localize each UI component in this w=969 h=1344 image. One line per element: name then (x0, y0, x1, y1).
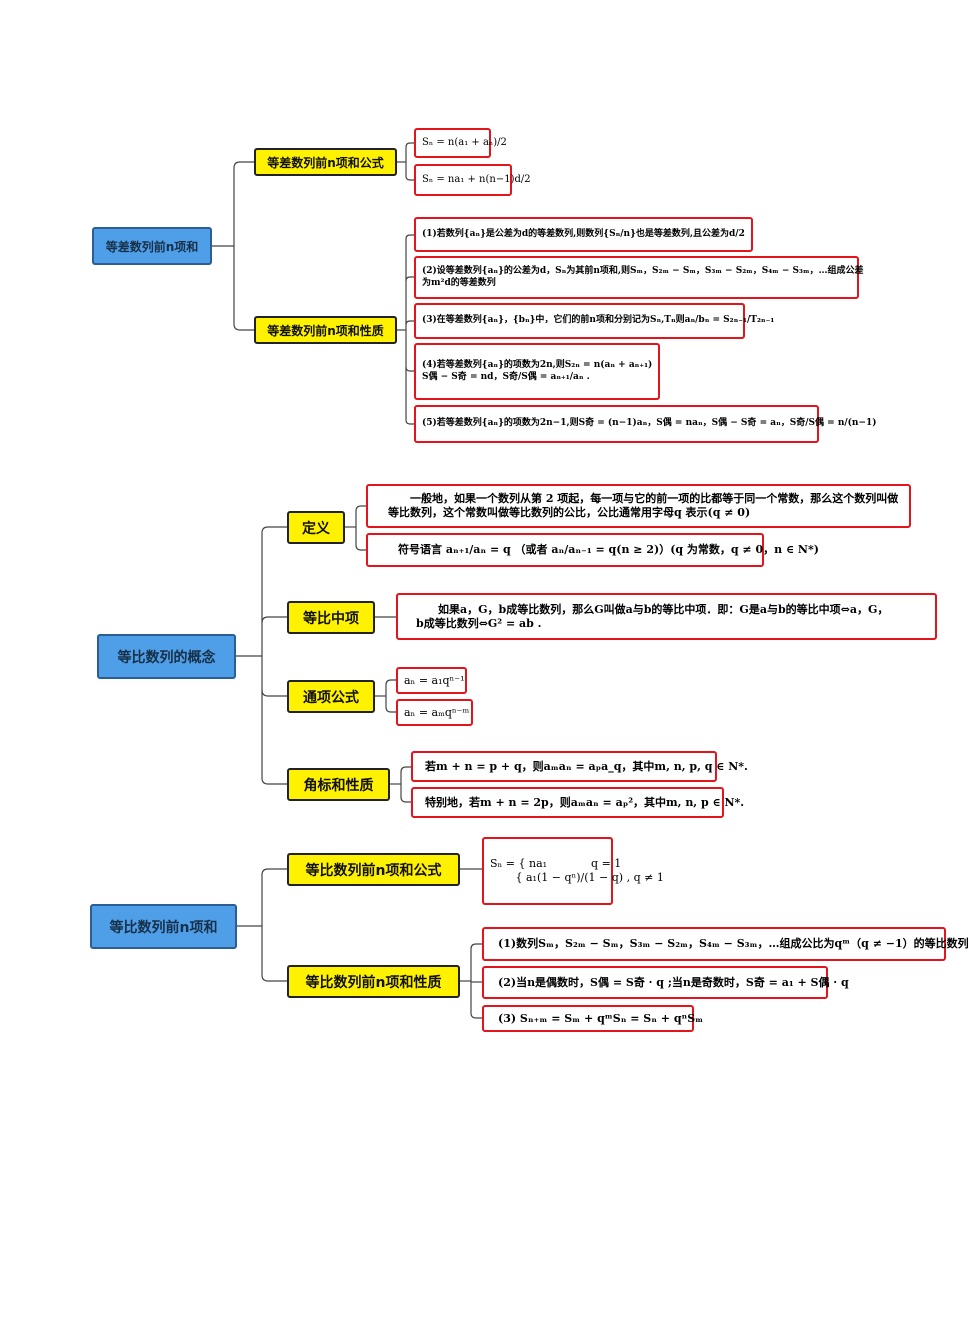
index-property-2: 特别地，若m + n = 2p，则aₘaₙ = aₚ²，其中m, n, p ∈ … (411, 787, 745, 818)
connector-line (405, 320, 414, 326)
arith-sum-formula-1: Sₙ = n(a₁ + aₙ)/2 (414, 128, 507, 158)
connector-line (405, 142, 414, 148)
definition-text: 一般地，如果一个数列从第 2 项起，每一项与它的前一项的比都等于同一个常数，那么… (366, 484, 911, 528)
connector-line (405, 234, 414, 240)
connector-line (233, 323, 254, 331)
arith-property-3: (3)在等差数列{aₙ}，{bₙ}中，它们的前n项和分别记为Sₙ,Tₙ则aₙ/b… (414, 303, 775, 339)
branch-index-sum-property: 角标和性质 (287, 768, 390, 801)
property-text: (5)若等差数列{aₙ}的项数为2n−1,则S奇 = (n−1)aₙ，S偶 = … (422, 418, 877, 429)
mean-line1: 如果a，G，b成等比数列，那么G叫做a与b的等比中项．即：G是a与b的等比中项⇔… (438, 602, 889, 616)
connector-line (470, 943, 482, 950)
property-text: (2)当n是偶数时，S偶 = S奇 · q ;当n是奇数时，S奇 = a₁ + … (498, 975, 849, 989)
geo-property-1: (1)数列Sₘ，S₂ₘ − Sₘ，S₃ₘ − S₂ₘ，S₄ₘ − S₃ₘ，…组成… (482, 927, 969, 961)
formula-text: aₙ = aₘqⁿ⁻ᵐ (404, 705, 470, 719)
connector-line (355, 544, 366, 551)
mean-line2: b成等比数列⇔G² = ab . (416, 616, 542, 630)
property-text-line2: 为m²d的等差数列 (422, 277, 496, 288)
branch-definition: 定义 (287, 511, 345, 544)
formula-text: aₙ = a₁qⁿ⁻¹ (404, 673, 465, 687)
connector-line (470, 1012, 482, 1019)
geo-property-3: (3) Sₙ₊ₘ = Sₘ + qᵐSₙ = Sₙ + qⁿSₘ (482, 1005, 704, 1032)
connector-line (261, 777, 287, 785)
arith-property-5: (5)若等差数列{aₙ}的项数为2n−1,则S奇 = (n−1)aₙ，S偶 = … (414, 405, 877, 443)
connector-line (385, 706, 396, 713)
property-text: (3) Sₙ₊ₘ = Sₘ + qᵐSₙ = Sₙ + qⁿSₘ (498, 1011, 704, 1025)
root-arithmetic-sum: 等差数列前n项和 (92, 227, 212, 265)
root-geometric-sum: 等比数列前n项和 (90, 904, 237, 949)
definition-line1: 一般地，如果一个数列从第 2 项起，每一项与它的前一项的比都等于同一个常数，那么… (410, 492, 899, 506)
formula-case1: Sₙ = { na₁ q = 1 (490, 857, 622, 871)
property-text: 若m + n = p + q，则aₘaₙ = aₚa_q，其中m, n, p, … (425, 759, 748, 773)
general-term-2: aₙ = aₘqⁿ⁻ᵐ (396, 699, 473, 726)
branch-geometric-sum-properties: 等比数列前n项和性质 (287, 965, 460, 998)
geo-property-2: (2)当n是偶数时，S偶 = S奇 · q ;当n是奇数时，S奇 = a₁ + … (482, 966, 849, 999)
formula-text: Sₙ = na₁ + n(n−1)d/2 (422, 173, 531, 185)
arith-property-4: (4)若等差数列{aₙ}的项数为2n,则S₂ₙ = n(aₙ + aₙ₊₁) S… (414, 343, 660, 400)
connector-line (405, 419, 414, 425)
property-text-line1: (4)若等差数列{aₙ}的项数为2n,则S₂ₙ = n(aₙ + aₙ₊₁) (422, 360, 653, 371)
connector-line (405, 276, 414, 282)
branch-arithmetic-sum-formula: 等差数列前n项和公式 (254, 148, 397, 176)
geometric-mean-text: 如果a，G，b成等比数列，那么G叫做a与b的等比中项．即：G是a与b的等比中项⇔… (396, 593, 937, 640)
property-text: (1)若数列{aₙ}是公差为d的等差数列,则数列{Sₙ/n}也是等差数列,且公差… (422, 228, 745, 239)
branch-geometric-sum-formula: 等比数列前n项和公式 (287, 853, 460, 886)
definition-line2: 等比数列，这个常数叫做等比数列的公比，公比通常用字母q 表示(q ≠ 0) (388, 506, 751, 519)
symbolic-language: 符号语言 aₙ₊₁/aₙ = q （或者 aₙ/aₙ₋₁ = q(n ≥ 2)）… (366, 533, 819, 567)
geometric-sum-formula: Sₙ = { na₁ q = 1 { a₁(1 − qⁿ)/(1 − q) , … (482, 837, 664, 905)
property-text-line1: (2)设等差数列{aₙ}的公差为d，Sₙ为其前n项和,则Sₘ，S₂ₘ − Sₘ，… (422, 266, 864, 277)
connector-line (261, 616, 287, 624)
symbolic-text: 符号语言 aₙ₊₁/aₙ = q （或者 aₙ/aₙ₋₁ = q(n ≥ 2)）… (398, 543, 819, 557)
connector-line (261, 868, 287, 876)
connector-line (261, 526, 287, 534)
property-text-line2: S偶 − S奇 = nd，S奇/S偶 = aₙ₊₁/aₙ . (422, 371, 590, 382)
connector-line (400, 796, 411, 803)
connector-line (405, 366, 414, 372)
connector-line (261, 974, 287, 982)
arith-sum-formula-2: Sₙ = na₁ + n(n−1)d/2 (414, 164, 531, 196)
connector-line (261, 689, 287, 697)
formula-text: Sₙ = n(a₁ + aₙ)/2 (422, 136, 507, 148)
property-text: 特别地，若m + n = 2p，则aₘaₙ = aₚ²，其中m, n, p ∈ … (425, 795, 745, 809)
general-term-1: aₙ = a₁qⁿ⁻¹ (396, 667, 467, 694)
branch-geometric-mean: 等比中项 (287, 601, 375, 634)
connector-line (405, 175, 414, 181)
property-text: (1)数列Sₘ，S₂ₘ − Sₘ，S₃ₘ − S₂ₘ，S₄ₘ − S₃ₘ，…组成… (498, 937, 969, 951)
formula-case2: { a₁(1 − qⁿ)/(1 − q) , q ≠ 1 (490, 871, 664, 884)
branch-general-term: 通项公式 (287, 680, 375, 713)
connector-line (385, 679, 396, 686)
property-text: (3)在等差数列{aₙ}，{bₙ}中，它们的前n项和分别记为Sₙ,Tₙ则aₙ/b… (422, 315, 775, 326)
arith-property-1: (1)若数列{aₙ}是公差为d的等差数列,则数列{Sₙ/n}也是等差数列,且公差… (414, 217, 753, 252)
index-property-1: 若m + n = p + q，则aₘaₙ = aₚa_q，其中m, n, p, … (411, 751, 748, 782)
connector-line (355, 505, 366, 512)
arith-property-2: (2)设等差数列{aₙ}的公差为d，Sₙ为其前n项和,则Sₘ，S₂ₘ − Sₘ，… (414, 256, 864, 299)
connector-line (400, 766, 411, 773)
root-geometric-concept: 等比数列的概念 (97, 634, 236, 679)
connector-line (233, 161, 254, 169)
branch-arithmetic-sum-properties: 等差数列前n项和性质 (254, 316, 397, 344)
